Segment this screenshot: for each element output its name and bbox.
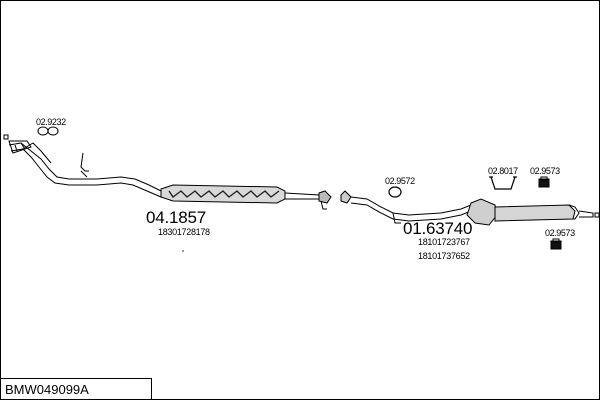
hanger-strap-icon (489, 176, 517, 190)
dot-mark (182, 250, 184, 252)
flange-bolt-icon (3, 134, 9, 140)
front-pipe-drawing (8, 140, 162, 198)
part-number-rubber-mount-bottom: 02.9573 (545, 228, 575, 238)
rear-pipe-drawing (340, 190, 472, 224)
oe-number-rear-muffler-1: 18101723767 (418, 237, 470, 247)
part-number-rubber-mount-top: 02.9573 (530, 166, 560, 176)
rubber-mount-bottom-icon (550, 238, 562, 250)
clamp-mid-icon (388, 186, 402, 198)
oe-number-rear-muffler-2: 18101737652 (418, 251, 470, 261)
part-number-clamp-mid: 02.9572 (385, 176, 415, 186)
gasket-front-icon (37, 126, 59, 136)
diagram-code-box: BMW049099A (1, 378, 152, 399)
part-number-front-pipe: 04.1857 (146, 208, 207, 227)
oe-number-front-pipe: 18301728178 (158, 227, 210, 237)
part-number-gasket-front: 02.9232 (36, 117, 66, 127)
rear-muffler-drawing (466, 198, 599, 226)
diagram-code: BMW049099A (5, 382, 89, 397)
part-number-hanger-strap: 02.8017 (488, 166, 518, 176)
part-number-rear-muffler: 01.63740 (403, 219, 473, 238)
front-muffler-drawing (160, 184, 332, 210)
rubber-mount-top-icon (538, 176, 550, 188)
